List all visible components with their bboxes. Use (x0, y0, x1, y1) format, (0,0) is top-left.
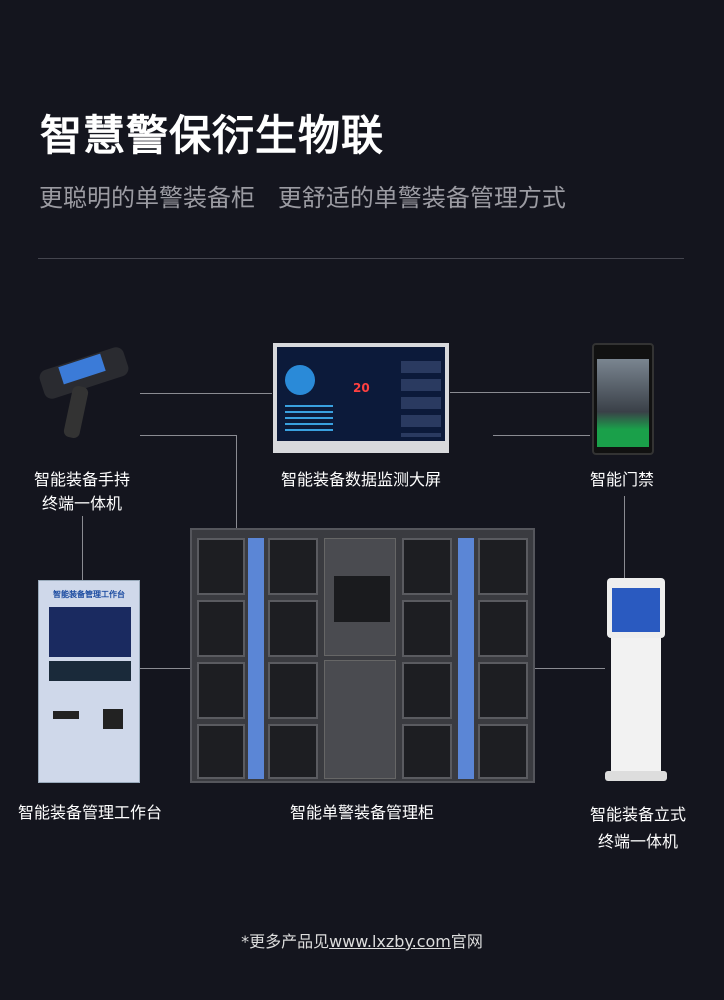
page-title: 智慧警保衍生物联 (40, 111, 385, 160)
equipment-cabinet-icon (190, 528, 535, 783)
connector-line (493, 435, 590, 436)
label-line: 智能装备手持 (33, 470, 131, 489)
label-handheld-terminal: 智能装备手持终端一体机 (34, 468, 130, 516)
connector-line (140, 668, 190, 669)
workstation-title: 智能装备管理工作台 (53, 590, 125, 599)
label-equipment-cabinet: 智能单警装备管理柜 (289, 803, 435, 822)
label-management-workstation: 智能装备管理工作台 (17, 803, 163, 822)
management-workstation-icon: 智能装备管理工作台 (38, 580, 140, 783)
connector-line (450, 392, 590, 393)
standing-kiosk-icon (605, 578, 667, 783)
connector-line (535, 668, 605, 669)
label-line: 终端一体机 (41, 494, 123, 513)
footer-suffix: 官网 (450, 932, 483, 951)
website-link[interactable]: www.lxzby.com (329, 932, 451, 951)
connector-line (140, 393, 272, 394)
connector-line (624, 496, 625, 578)
connector-line (82, 516, 83, 580)
screen-value: 20 (353, 381, 370, 395)
connector-line (140, 435, 237, 436)
label-monitoring-screen: 智能装备数据监测大屏 (280, 470, 442, 489)
label-standing-kiosk: 智能装备立式终端一体机 (590, 801, 686, 855)
divider (38, 258, 684, 259)
label-face-access-gate: 智能门禁 (589, 470, 655, 489)
monitoring-screen-icon: 20 (273, 343, 449, 453)
page-subtitle: 更聪明的单警装备柜 更舒适的单警装备管理方式 (39, 184, 566, 212)
label-line: 智能装备立式 (589, 805, 687, 824)
footer-prefix: *更多产品见 (241, 932, 330, 951)
face-access-gate-icon (592, 343, 654, 455)
label-line: 终端一体机 (597, 832, 679, 851)
footer-note: *更多产品见www.lxzby.com官网 (241, 928, 483, 952)
connector-line (236, 435, 237, 528)
handheld-terminal-icon (37, 345, 132, 442)
